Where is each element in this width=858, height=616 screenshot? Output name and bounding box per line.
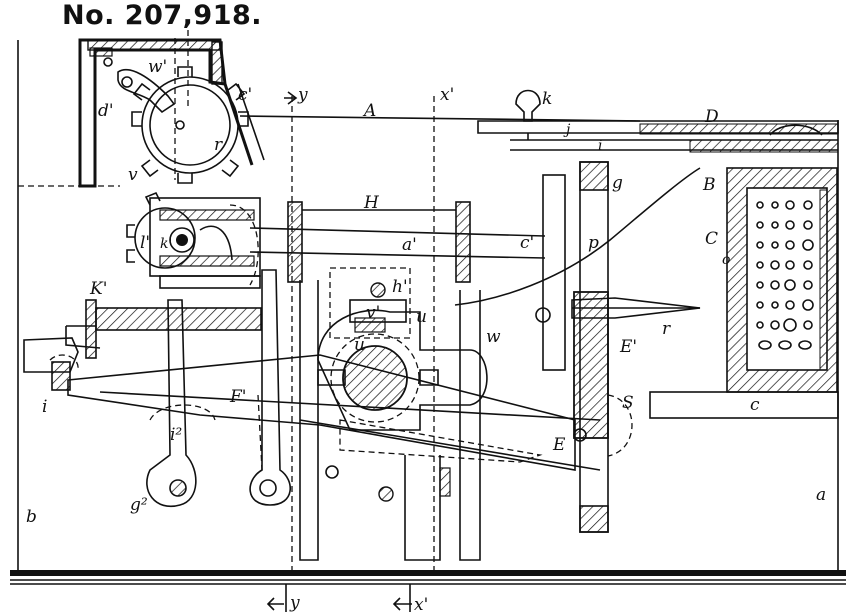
label-K-prime: K' <box>89 279 107 299</box>
machine-frame <box>10 40 846 585</box>
label-v-prime: v' <box>366 303 380 323</box>
label-p: p <box>588 233 599 253</box>
label-y-bottom: y <box>289 593 300 613</box>
label-i2: i² <box>170 425 182 445</box>
label-r-needle: r <box>662 319 671 339</box>
upper-gear <box>117 30 249 184</box>
left-platform <box>23 299 262 391</box>
label-c-prime: c' <box>238 85 252 105</box>
mid-gear-assembly <box>126 191 261 289</box>
swing-lever <box>454 167 701 371</box>
label-w-prime: w' <box>148 57 167 77</box>
label-l-prime: l' <box>140 233 150 253</box>
vertical-slide <box>573 161 633 533</box>
patent-number: No. 207,918. <box>62 0 263 31</box>
label-x-prime-bottom: x' <box>414 595 428 615</box>
linkage-rods <box>146 269 587 561</box>
reference-labels: A c' a' a b c' c C d' D E' E F' g g² H h… <box>26 57 826 615</box>
feed-needle <box>571 297 701 319</box>
label-u-mid: u <box>354 335 365 355</box>
label-k-prime: k' <box>160 236 172 252</box>
label-k: k <box>542 89 552 109</box>
label-d-prime: d' <box>98 101 114 121</box>
label-E: E <box>552 435 566 455</box>
hopper-perforations <box>756 200 814 350</box>
label-A: A <box>362 101 376 121</box>
label-g: g <box>612 173 623 193</box>
main-lever <box>67 354 601 471</box>
top-slide-bar <box>477 89 839 153</box>
label-j: j <box>563 122 571 138</box>
upper-crossbar <box>239 91 641 570</box>
label-v: v <box>128 165 138 185</box>
label-i: i <box>42 397 47 417</box>
label-i-small: i <box>598 138 602 154</box>
label-B: B <box>702 175 716 195</box>
label-D: D <box>704 107 719 127</box>
section-markers <box>266 584 412 612</box>
label-h-prime: h' <box>392 277 408 297</box>
hopper-box <box>726 124 838 393</box>
label-u: u <box>416 307 427 327</box>
label-y-top: y <box>297 85 308 105</box>
label-r: r <box>214 135 223 155</box>
label-a-prime-upper: c' <box>520 233 534 253</box>
label-F-prime: F' <box>229 387 246 407</box>
label-o: o <box>722 252 730 268</box>
label-S: S <box>622 393 634 413</box>
label-x-prime-top: x' <box>440 85 454 105</box>
label-g2: g² <box>130 495 148 515</box>
label-w: w <box>486 327 501 347</box>
label-c: c <box>750 395 760 415</box>
label-a-prime: a' <box>402 235 417 255</box>
lower-shelf <box>649 391 839 419</box>
central-frame <box>249 201 546 561</box>
label-b: b <box>26 507 37 527</box>
eccentric-cam <box>317 267 543 463</box>
label-E-prime: E' <box>619 337 637 357</box>
label-a: a <box>816 485 826 505</box>
label-H: H <box>363 193 380 213</box>
label-C: C <box>705 229 718 249</box>
